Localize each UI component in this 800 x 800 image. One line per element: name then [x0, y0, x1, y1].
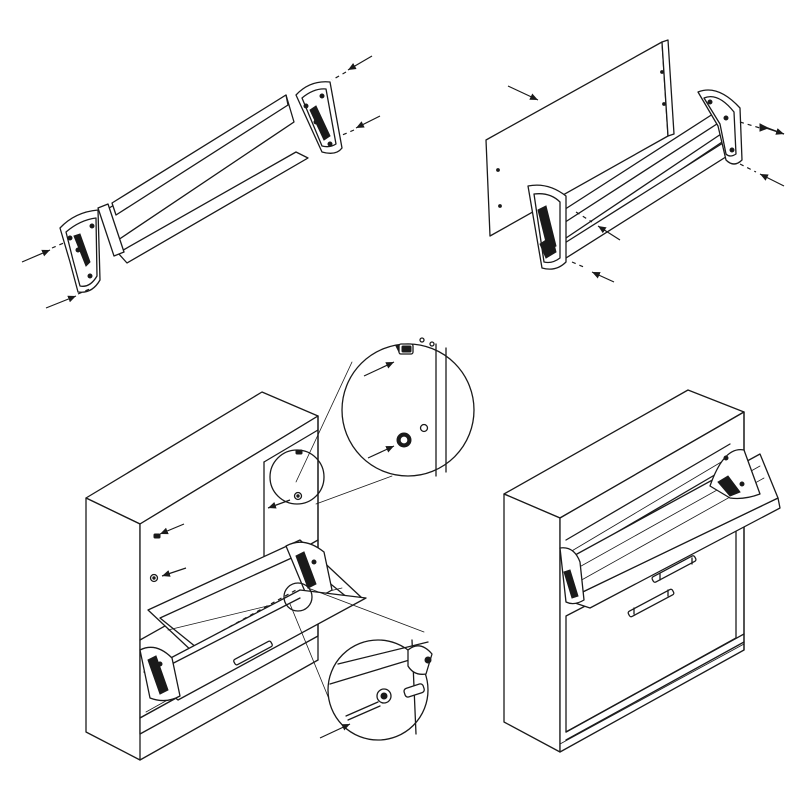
step-3-install-flap-into-cabinet [85, 337, 475, 761]
step-2-attach-front-panel-to-tray [485, 39, 785, 283]
cam-screw-detail-icon [319, 639, 433, 741]
shoe-cabinet-icon [503, 389, 781, 753]
hinge-bracket-icon [59, 209, 101, 293]
lower-flap [139, 589, 367, 702]
step-1-attach-hinges-to-flap-tray [21, 55, 381, 309]
flap-tray-panel [97, 94, 309, 264]
hinge-bracket-icon [295, 81, 343, 154]
step-4-finished-cabinet-flap-open [503, 389, 781, 753]
cam-fitting-icon [341, 337, 475, 477]
detail-marker-lower [283, 582, 313, 612]
detail-marker-upper [269, 449, 325, 505]
